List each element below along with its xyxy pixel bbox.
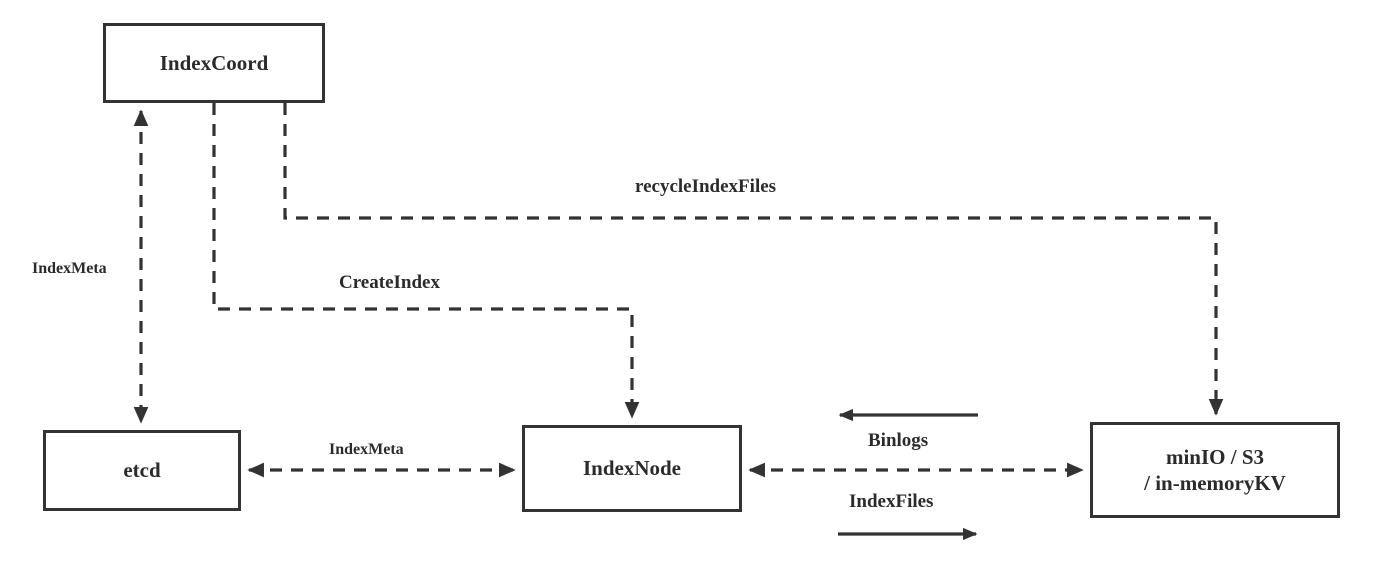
edge-label-recycleindexfiles: recycleIndexFiles xyxy=(635,176,777,197)
edge-label-binlogs: Binlogs xyxy=(868,430,929,451)
edge-label-indexmeta-vertical: IndexMeta xyxy=(32,260,107,277)
node-etcd-label: etcd xyxy=(123,458,161,483)
edge-indexcoord-minio xyxy=(283,103,1224,416)
edge-label-createindex: CreateIndex xyxy=(339,272,440,293)
node-indexcoord-label: IndexCoord xyxy=(159,50,269,75)
node-indexnode[interactable]: IndexNode xyxy=(522,425,742,512)
node-minio[interactable]: minIO / S3 / in-memoryKV xyxy=(1090,422,1340,518)
node-indexnode-label: IndexNode xyxy=(582,456,682,481)
node-etcd[interactable]: etcd xyxy=(43,430,241,511)
edge-label-indexfiles: IndexFiles xyxy=(849,491,934,512)
node-minio-label: minIO / S3 / in-memoryKV xyxy=(1144,444,1286,495)
node-indexcoord[interactable]: IndexCoord xyxy=(103,23,325,103)
edge-label-indexmeta-horizontal: IndexMeta xyxy=(329,441,404,458)
edge-indexcoord-indexnode xyxy=(212,103,640,419)
